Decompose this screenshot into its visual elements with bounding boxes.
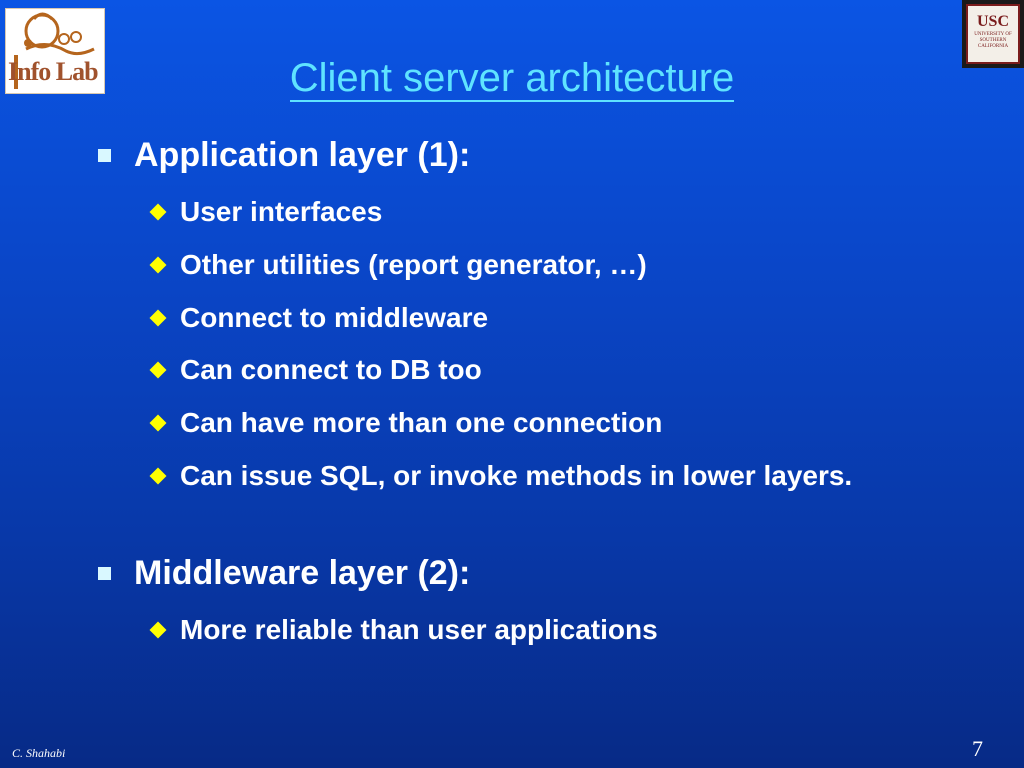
subbullet-user-interfaces: User interfaces bbox=[180, 196, 383, 227]
page-number: 7 bbox=[972, 736, 983, 761]
slide-title: Client server architecture bbox=[0, 54, 1024, 102]
diamond-bullet-icon bbox=[149, 361, 167, 379]
subbullet-connect-middleware: Connect to middleware bbox=[180, 302, 489, 333]
diamond-bullet-icon bbox=[149, 621, 167, 639]
subbullet-multiple-connections: Can have more than one connection bbox=[180, 407, 663, 438]
usc-seal: USC UNIVERSITY OF SOUTHERN CALIFORNIA bbox=[966, 4, 1020, 64]
subbullet-other-utilities: Other utilities (report generator, …) bbox=[180, 249, 647, 280]
square-bullet-icon bbox=[98, 567, 111, 580]
infolab-logo-text: Info Lab bbox=[8, 57, 99, 86]
subbullet-issue-sql: Can issue SQL, or invoke methods in lowe… bbox=[180, 460, 853, 491]
square-bullet-icon bbox=[98, 149, 111, 162]
infolab-logo: Info Lab bbox=[5, 8, 105, 94]
bullet-middleware-layer: Middleware layer (2): bbox=[134, 554, 471, 592]
usc-logo: USC UNIVERSITY OF SOUTHERN CALIFORNIA bbox=[962, 0, 1024, 68]
infolab-logo-graphic bbox=[14, 12, 95, 89]
subbullet-connect-db: Can connect to DB too bbox=[180, 354, 482, 385]
diamond-bullet-icon bbox=[149, 203, 167, 221]
diamond-bullet-icon bbox=[149, 467, 167, 485]
footer-author: C. Shahabi bbox=[12, 746, 66, 760]
usc-seal-text: USC bbox=[976, 13, 1009, 30]
slide-title-text: Client server architecture bbox=[289, 56, 735, 102]
usc-seal-subtext: UNIVERSITY OF SOUTHERN CALIFORNIA bbox=[974, 32, 1012, 49]
subbullet-more-reliable: More reliable than user applications bbox=[180, 614, 658, 645]
bullet-application-layer: Application layer (1): bbox=[134, 136, 471, 174]
diamond-bullet-icon bbox=[149, 256, 167, 274]
diamond-bullet-icon bbox=[149, 309, 167, 327]
diamond-bullet-icon bbox=[149, 414, 167, 432]
